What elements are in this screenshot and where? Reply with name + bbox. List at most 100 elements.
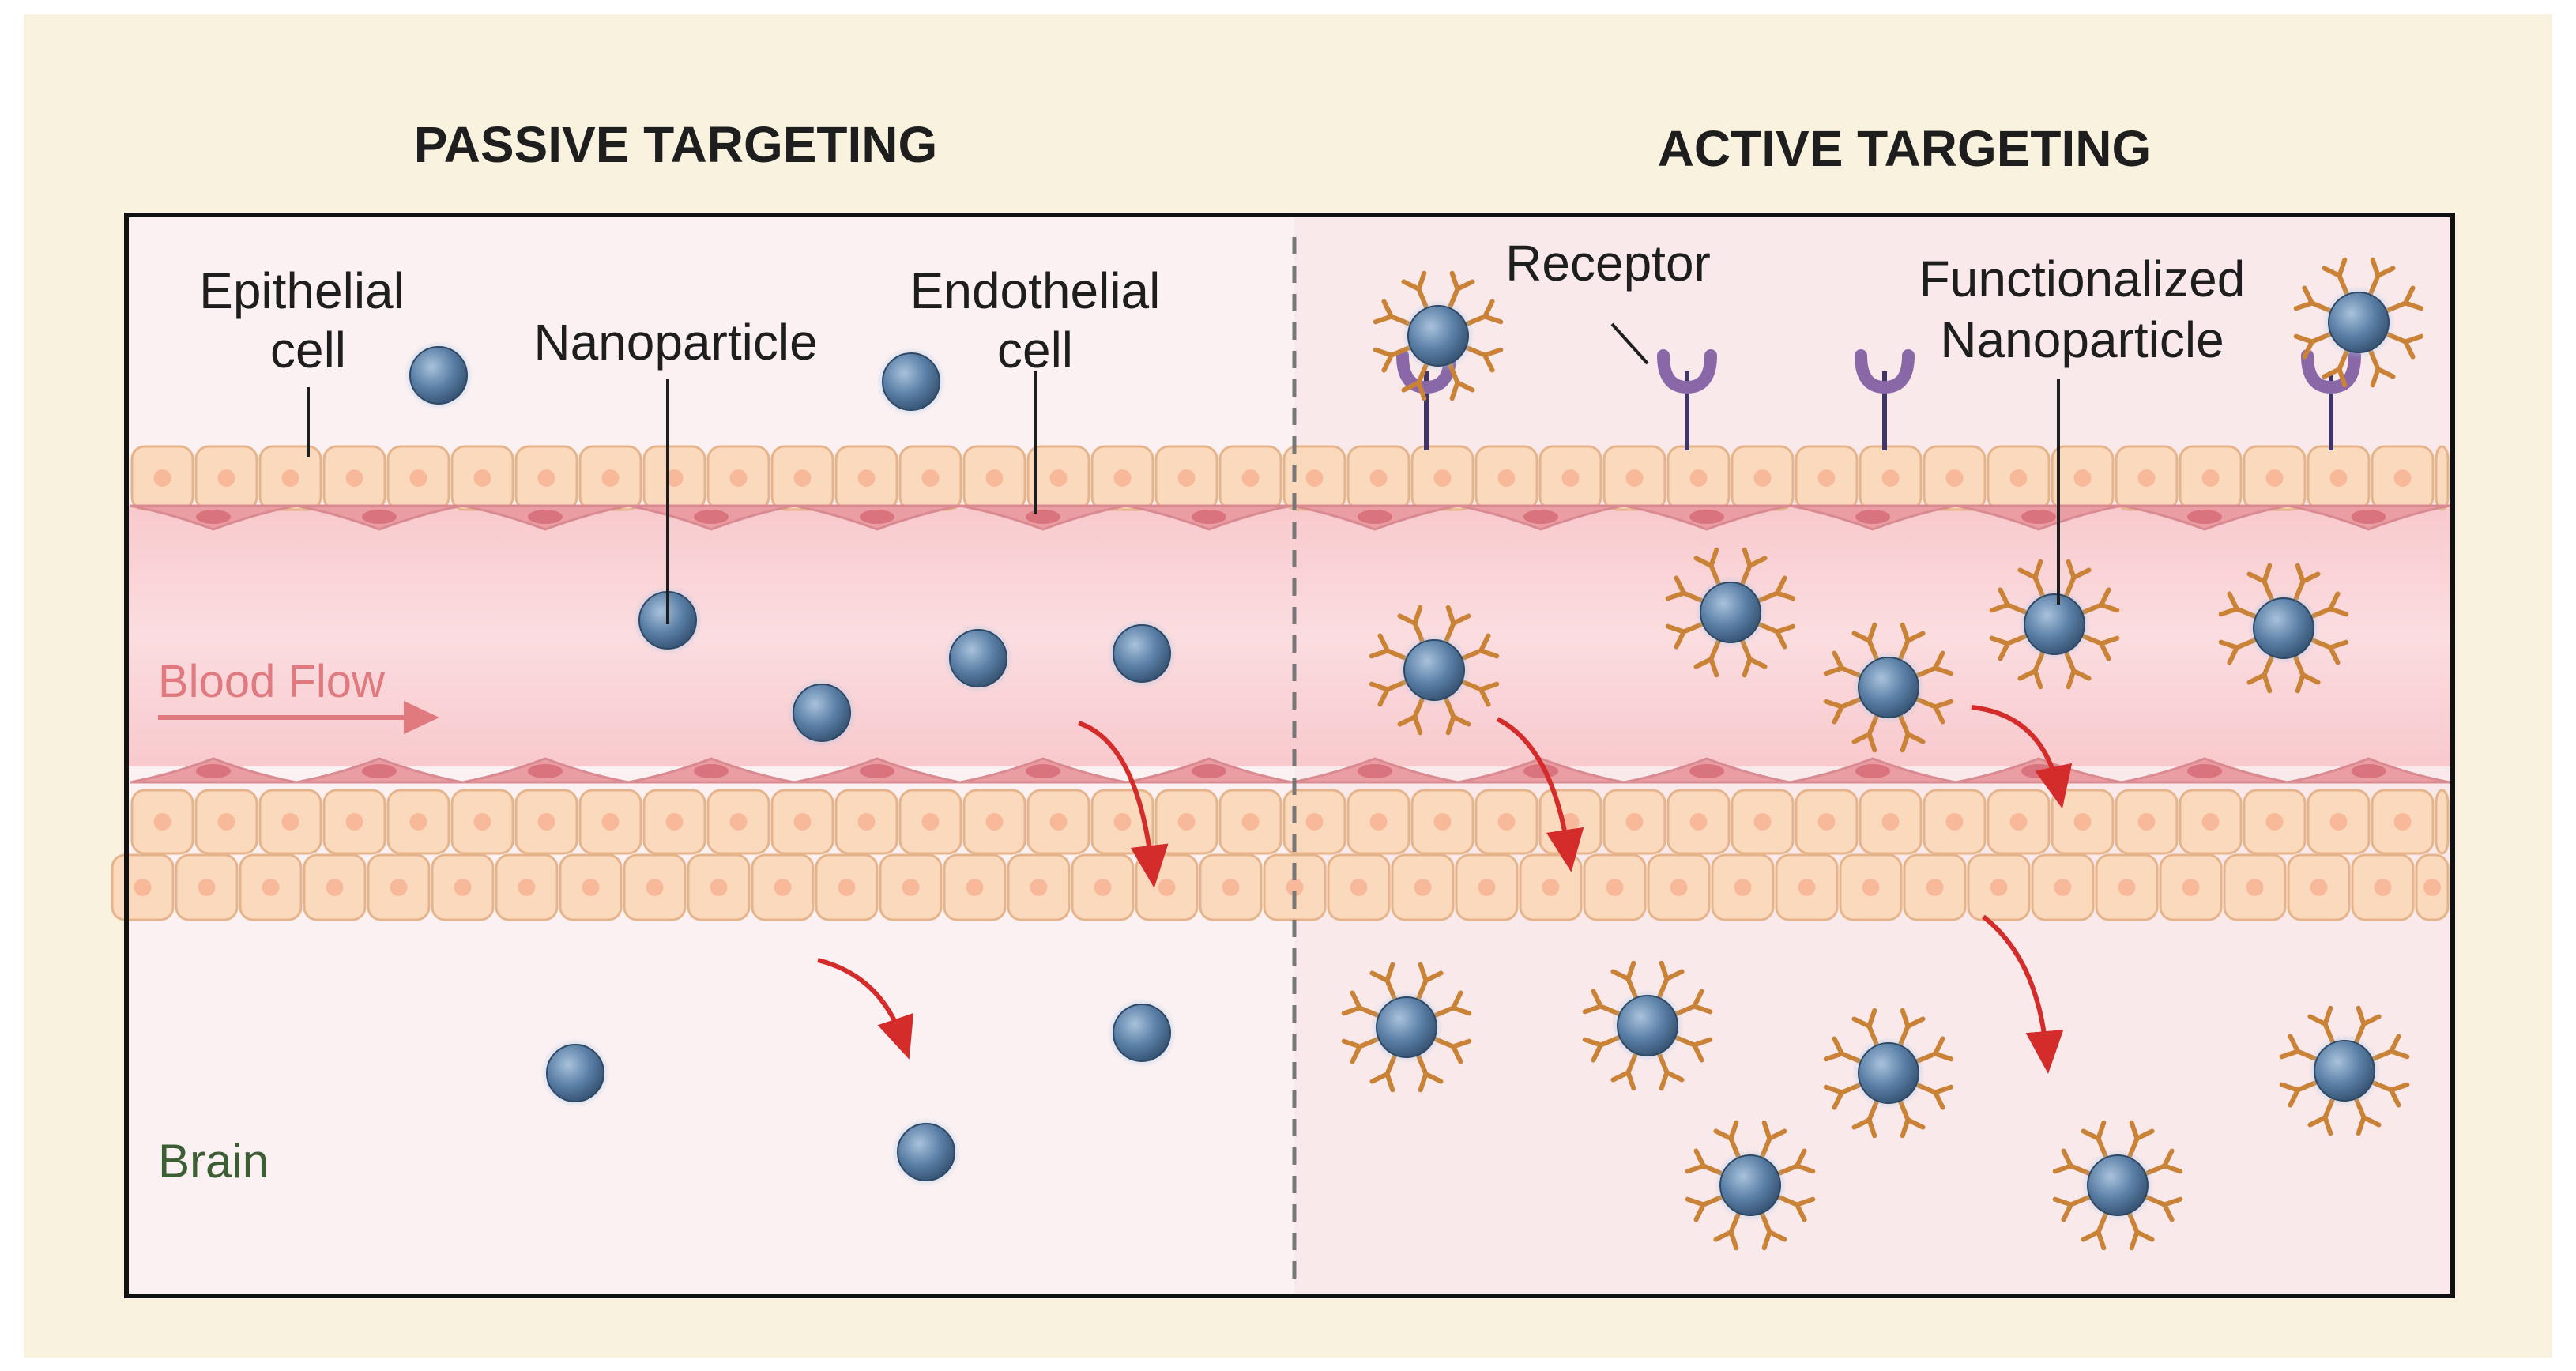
active-title: ACTIVE TARGETING xyxy=(1658,120,2152,177)
epithelial-cell xyxy=(623,853,687,921)
receptor-icon xyxy=(1396,349,1456,450)
epithelial-cell xyxy=(2095,853,2159,921)
endothelial-cell xyxy=(793,504,961,531)
functionalized-nanoparticle-icon xyxy=(1582,960,1713,1091)
epithelial-cell xyxy=(1903,853,1967,921)
epithelial-cell xyxy=(1346,789,1410,855)
epithelial-cell xyxy=(706,789,770,855)
epithelial-cell xyxy=(770,445,834,511)
epithelial-cell xyxy=(962,789,1026,855)
endothelial-cell-layer-bottom xyxy=(130,757,2450,784)
epithelial-cell xyxy=(1923,445,1987,511)
endothelial-label-line2: cell xyxy=(997,322,1073,379)
receptor-leader-line xyxy=(1610,322,1649,365)
endothelial-label-line1: Endothelial xyxy=(910,262,1161,319)
epithelial-cell xyxy=(258,789,322,855)
particle-layer xyxy=(404,257,2424,1251)
functionalized-nanoparticle-icon xyxy=(2293,257,2424,388)
functionalized-nanoparticle-icon xyxy=(2218,563,2349,694)
epithelial-cell xyxy=(1007,853,1071,921)
epithelial-cell-layer-bottom-1 xyxy=(130,789,2450,855)
endothelial-cell xyxy=(130,757,297,784)
epithelial-cell xyxy=(194,789,258,855)
epithelial-cell xyxy=(898,445,962,511)
epithelial-cell xyxy=(495,853,559,921)
nanoparticle-icon xyxy=(540,1038,610,1108)
epithelial-cell xyxy=(2031,853,2095,921)
epithelial-cell xyxy=(1391,853,1455,921)
endothelial-cell xyxy=(1457,504,1625,531)
transport-arrow-icon xyxy=(817,958,914,1060)
endothelial-cell xyxy=(1125,757,1293,784)
endothelial-cell xyxy=(1125,504,1293,531)
endothelial-cell xyxy=(1789,504,1956,531)
epithelial-cell xyxy=(559,853,623,921)
epithelial-cell xyxy=(834,789,898,855)
epithelial-label-line2: cell xyxy=(270,322,346,379)
endothelial-cell xyxy=(130,504,297,531)
epithelial-cell xyxy=(1346,445,1410,511)
epithelial-cell xyxy=(1987,445,2051,511)
epithelial-cell xyxy=(1666,789,1731,855)
endothelial-cell-layer-top xyxy=(130,504,2450,531)
functionalized-nanoparticle-icon xyxy=(2279,1005,2410,1136)
epithelial-cell xyxy=(2351,853,2415,921)
receptor-icon xyxy=(1657,349,1717,450)
endothelial-cell xyxy=(1623,757,1791,784)
functionalized-label-line2: Nanoparticle xyxy=(1940,311,2224,368)
endothelial-cell xyxy=(2121,504,2288,531)
epithelial-cell xyxy=(578,445,642,511)
epithelial-cell xyxy=(1455,853,1519,921)
epithelial-cell xyxy=(258,445,322,511)
nanoparticle-icon xyxy=(404,341,473,410)
epithelial-cell xyxy=(1218,789,1282,855)
endothelial-cell xyxy=(1291,757,1459,784)
epithelial-cell xyxy=(1647,853,1711,921)
epithelial-cell xyxy=(1666,445,1731,511)
epithelial-cell xyxy=(2179,789,2243,855)
functionalized-label-line1: Functionalized xyxy=(1919,250,2246,307)
epithelial-cell xyxy=(111,853,175,921)
nanoparticle-icon xyxy=(891,1117,961,1187)
epithelial-cell xyxy=(239,853,303,921)
transport-arrow-icon xyxy=(1496,717,1584,872)
epithelial-cell xyxy=(2179,445,2243,511)
epithelial-cell xyxy=(751,853,815,921)
epithelial-cell xyxy=(2051,445,2115,511)
diagram-frame xyxy=(124,213,2455,1298)
epithelial-cell xyxy=(879,853,943,921)
epithelial-cell xyxy=(1410,445,1474,511)
epithelial-cell xyxy=(2415,853,2450,921)
epithelial-cell xyxy=(514,789,578,855)
epithelial-cell xyxy=(303,853,367,921)
endothelial-cell xyxy=(461,504,629,531)
epithelial-cell xyxy=(431,853,495,921)
epithelial-cell xyxy=(642,789,706,855)
epithelial-cell xyxy=(770,789,834,855)
epithelial-cell xyxy=(450,445,514,511)
epithelial-cell xyxy=(1923,789,1987,855)
epithelial-cell xyxy=(1775,853,1839,921)
epithelial-cell xyxy=(642,445,706,511)
endothelial-cell xyxy=(461,757,629,784)
endothelial-cell xyxy=(1955,504,2122,531)
epithelial-cell xyxy=(1154,789,1218,855)
epithelial-cell xyxy=(1795,445,1859,511)
epithelial-cell xyxy=(386,789,450,855)
epithelial-cell xyxy=(834,445,898,511)
epithelial-cell xyxy=(130,445,194,511)
endothelial-cell xyxy=(296,504,463,531)
epithelial-cell xyxy=(1474,445,1538,511)
transport-arrow-icon xyxy=(1982,914,2064,1074)
epithelial-cell xyxy=(1026,445,1090,511)
epithelial-cell xyxy=(1474,789,1538,855)
functionalized-nanoparticle-icon xyxy=(1369,605,1500,736)
epithelial-cell-layer-top xyxy=(130,445,2450,511)
nanoparticle-icon xyxy=(943,623,1013,693)
epithelial-cell xyxy=(386,445,450,511)
epithelial-cell xyxy=(2287,853,2351,921)
epithelial-cell xyxy=(1199,853,1263,921)
epithelial-cell xyxy=(2435,789,2450,855)
